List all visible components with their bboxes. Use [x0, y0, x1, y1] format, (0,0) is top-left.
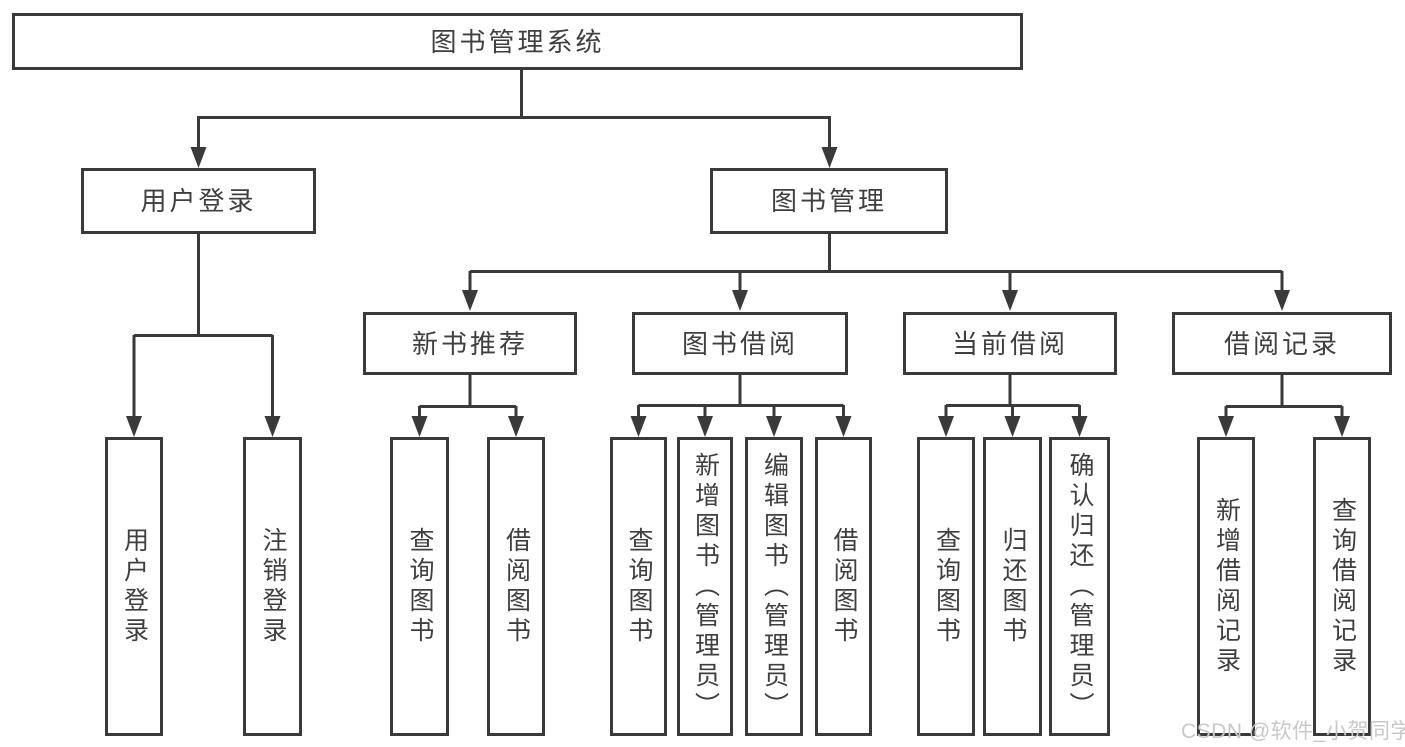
arrow-down-icon	[766, 416, 782, 437]
connector-line	[418, 374, 518, 421]
leaf-borrow-books-borrowing-label: 借阅图书	[830, 526, 858, 647]
arrow-down-icon	[732, 290, 748, 311]
leaf-query-books-recommend: 查询图书	[390, 437, 449, 736]
arrow-down-icon	[1004, 416, 1021, 437]
connector-line	[132, 233, 274, 420]
node-user-login: 用户登录	[81, 168, 316, 234]
arrow-down-icon	[1002, 290, 1018, 311]
node-root: 图书管理系统	[12, 13, 1023, 70]
connector-line	[1224, 374, 1344, 421]
leaf-logout-label: 注销登录	[259, 526, 287, 647]
leaf-query-borrow-record-label: 查询借阅记录	[1328, 496, 1357, 677]
node-new-book-recommend-label: 新书推荐	[411, 328, 528, 359]
node-borrowing-records: 借阅记录	[1172, 312, 1392, 375]
arrow-down-icon	[835, 416, 852, 437]
arrow-down-icon	[190, 147, 207, 168]
leaf-add-books-admin-label: 新增图书（管理员）	[691, 451, 720, 722]
node-current-borrowing-label: 当前借阅	[951, 328, 1068, 359]
node-book-management-label: 图书管理	[770, 186, 887, 216]
leaf-add-books-admin: 新增图书（管理员）	[677, 437, 733, 736]
leaf-return-books-label: 归还图书	[999, 526, 1027, 647]
node-book-borrowing: 图书借阅	[632, 312, 848, 375]
leaf-confirm-return-admin-label: 确认归还（管理员）	[1066, 451, 1094, 722]
leaf-borrow-books-borrowing: 借阅图书	[815, 437, 872, 736]
leaf-add-borrow-record-label: 新增借阅记录	[1212, 496, 1241, 677]
node-current-borrowing: 当前借阅	[903, 312, 1117, 375]
arrow-down-icon	[1071, 416, 1088, 437]
arrow-down-icon	[1334, 416, 1350, 437]
leaf-edit-books-admin-label: 编辑图书（管理员）	[760, 451, 789, 722]
node-book-management: 图书管理	[710, 168, 948, 234]
connector-line	[468, 233, 1284, 295]
node-root-label: 图书管理系统	[430, 26, 605, 57]
leaf-query-books-borrowing-label: 查询图书	[625, 526, 653, 647]
node-borrowing-records-label: 借阅记录	[1223, 328, 1340, 359]
arrow-down-icon	[411, 416, 428, 437]
connector-line	[197, 69, 831, 150]
arrow-down-icon	[1218, 416, 1234, 437]
watermark: CSDN @软件_小贺同学	[1181, 720, 1405, 743]
node-new-book-recommend: 新书推荐	[363, 312, 577, 375]
leaf-return-books: 归还图书	[983, 437, 1042, 736]
leaf-query-books-current-label: 查询图书	[932, 526, 961, 647]
leaf-query-books-recommend-label: 查询图书	[406, 526, 434, 647]
leaf-borrow-books-recommend-label: 借阅图书	[502, 526, 531, 647]
connector-line	[944, 374, 1081, 421]
connector-line	[637, 374, 845, 421]
leaf-query-borrow-record: 查询借阅记录	[1313, 437, 1371, 736]
arrow-down-icon	[630, 416, 647, 437]
leaf-user-login: 用户登录	[105, 437, 163, 736]
arrow-down-icon	[264, 416, 281, 437]
leaf-edit-books-admin: 编辑图书（管理员）	[745, 437, 803, 736]
leaf-user-login-label: 用户登录	[120, 526, 149, 647]
arrow-down-icon	[126, 416, 142, 437]
node-book-borrowing-label: 图书借阅	[681, 328, 798, 359]
arrow-down-icon	[508, 416, 524, 437]
leaf-add-borrow-record: 新增借阅记录	[1197, 437, 1255, 736]
leaf-borrow-books-recommend: 借阅图书	[487, 437, 545, 736]
leaf-query-books-current: 查询图书	[917, 437, 975, 736]
node-user-login-label: 用户登录	[140, 186, 257, 216]
leaf-confirm-return-admin: 确认归还（管理员）	[1049, 437, 1110, 736]
arrow-down-icon	[938, 416, 954, 437]
arrow-down-icon	[697, 416, 713, 437]
arrow-down-icon	[462, 290, 478, 311]
leaf-logout: 注销登录	[243, 437, 302, 736]
arrow-down-icon	[1274, 290, 1290, 311]
leaf-query-books-borrowing: 查询图书	[610, 437, 667, 736]
arrow-down-icon	[821, 147, 838, 168]
